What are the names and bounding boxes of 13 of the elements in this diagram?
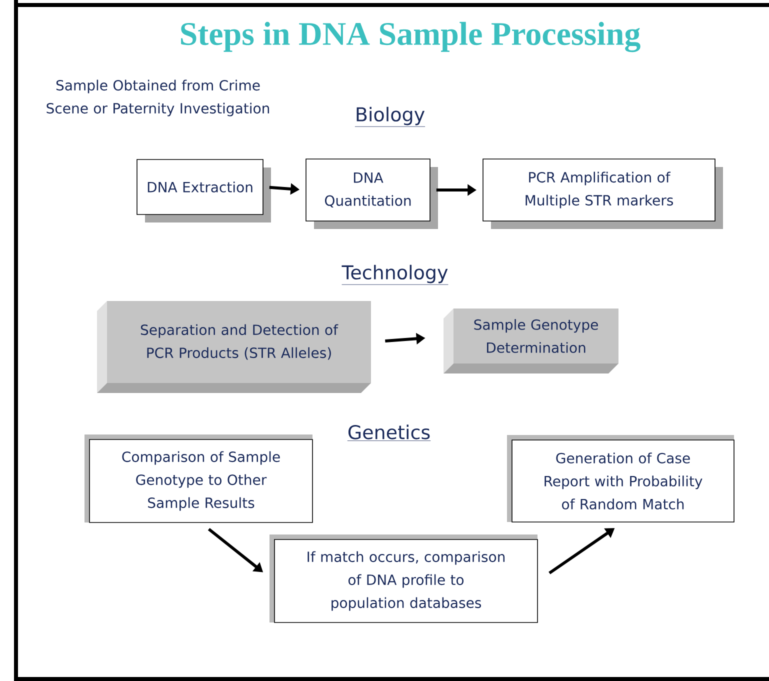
process-block: Sample Genotype Determination bbox=[444, 308, 618, 374]
title: Steps in DNA Sample Processing bbox=[181, 22, 640, 52]
section-heading: Technology bbox=[342, 264, 448, 285]
note: Sample Obtained from Crime Scene or Paternity Investigation bbox=[46, 80, 270, 116]
process-block: Separation and Detection of PCR Products (STR Alleles) bbox=[97, 301, 371, 393]
process-box: PCR Amplification of Multiple STR markers bbox=[482, 158, 723, 229]
process-box: Generation of Case Report with Probability of Random Match bbox=[507, 435, 734, 522]
section-heading: Biology bbox=[354, 106, 426, 127]
process-box: DNA Quantitation bbox=[306, 158, 438, 229]
process-box: DNA Extraction bbox=[136, 159, 271, 222]
process-box: Comparison of Sample Genotype to Other Sample Results bbox=[84, 434, 313, 523]
section-heading: Genetics bbox=[347, 424, 431, 441]
process-box: If match occurs, comparison of DNA profile to population databases bbox=[270, 534, 538, 623]
